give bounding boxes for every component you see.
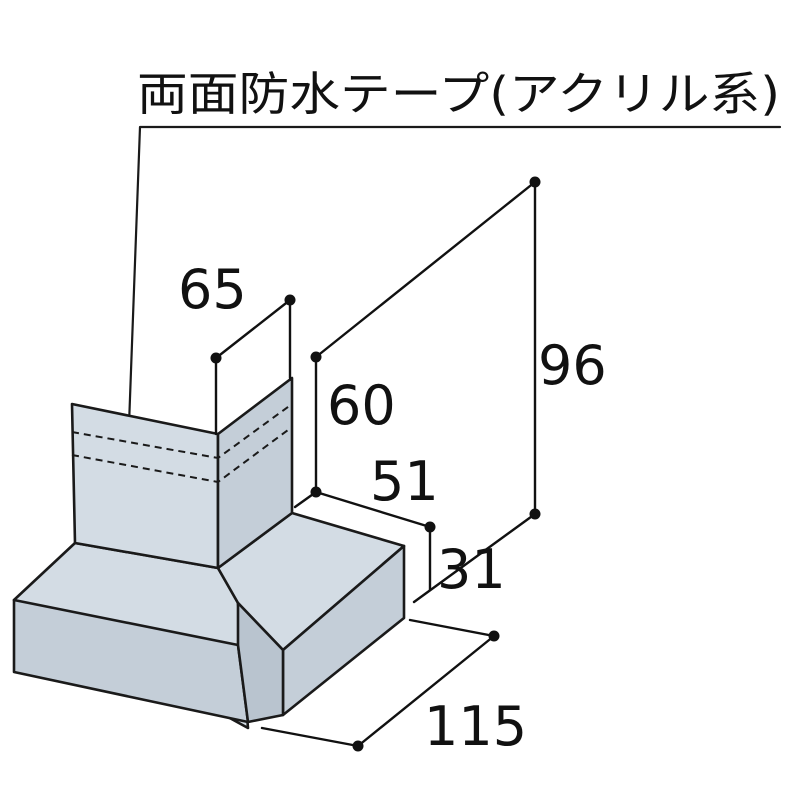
upper-right-wall-face	[216, 376, 294, 570]
dim-115-ext-top	[408, 618, 496, 638]
dim-115-dot-bottom	[352, 740, 364, 752]
dim-96-dot-top	[529, 176, 541, 188]
dim-115-ext-bottom	[260, 726, 360, 748]
tape-line-lower	[71, 426, 293, 484]
base-corner-chamfer-face	[236, 601, 285, 724]
title-label: 両面防水テープ(アクリル系)	[137, 67, 780, 121]
dim-115-line	[356, 634, 496, 748]
upper-left-wall-face	[70, 402, 220, 570]
tape-line-upper	[71, 403, 293, 460]
dim-65-dot-right	[284, 294, 296, 306]
dim-115-dot-top	[488, 630, 500, 642]
title-leader-line	[126, 125, 782, 454]
dim-96-label: 96	[538, 334, 607, 397]
dim-96-diagonal	[314, 180, 537, 359]
dim-115-label: 115	[424, 695, 527, 758]
dim-65-dot-left	[210, 352, 222, 364]
dim-31-ext	[412, 512, 537, 604]
dim-31-label: 31	[437, 538, 506, 601]
dim-51-line	[314, 490, 432, 529]
dim-51-label: 51	[370, 450, 439, 513]
dim-60-label: 60	[327, 374, 396, 437]
dim-65-line	[214, 298, 292, 360]
dim-51-ext	[293, 490, 318, 509]
dim-65-label: 65	[178, 258, 247, 321]
